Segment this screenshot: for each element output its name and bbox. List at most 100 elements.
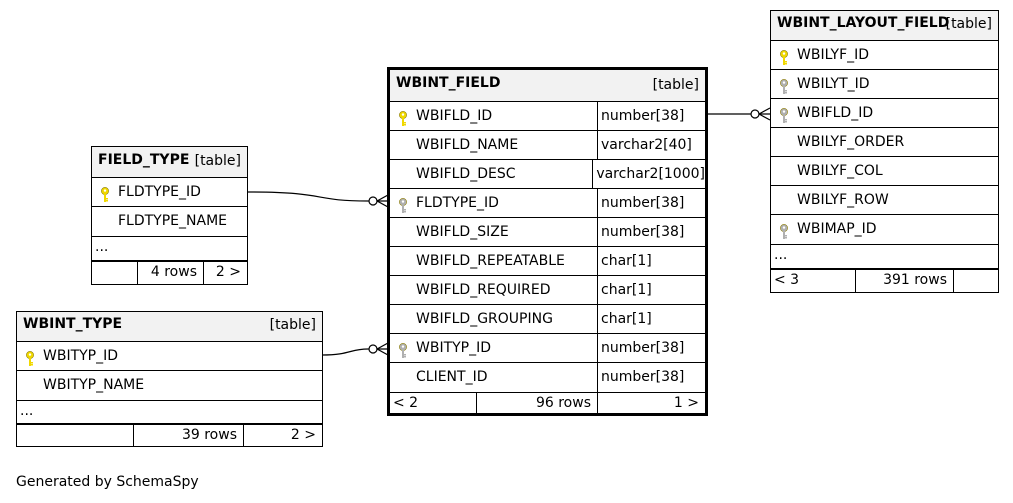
footer-parents-link[interactable]: < 3 <box>774 272 800 288</box>
column-name-text: WBIMAP_ID <box>797 221 877 237</box>
column-name-text: FLDTYPE_ID <box>118 184 201 200</box>
primary-key-icon <box>398 109 408 126</box>
column-type: char[1] <box>597 305 705 333</box>
footer-children-link[interactable] <box>953 270 998 292</box>
column-type: varchar2[40] <box>597 131 705 159</box>
column-name-text: WBITYP_ID <box>43 348 119 364</box>
generated-by-note: Generated by SchemaSpy <box>16 474 199 490</box>
column-row[interactable]: FLDTYPE_ID number[38] <box>390 189 705 218</box>
table-name: FIELD_TYPE <box>98 152 190 168</box>
primary-key-icon <box>100 185 110 202</box>
column-row[interactable]: WBIFLD_DESC varchar2[1000] <box>390 160 705 189</box>
table-kind: [table] <box>652 77 699 93</box>
column-name: WBIFLD_REQUIRED <box>390 276 597 304</box>
ellipsis-row: ... <box>92 236 247 261</box>
table-kind: [table] <box>269 317 316 333</box>
column-name-text: WBIFLD_DESC <box>416 166 516 182</box>
column-row[interactable]: WBIFLD_SIZE number[38] <box>390 218 705 247</box>
column-type: char[1] <box>597 276 705 304</box>
column-type: char[1] <box>597 247 705 275</box>
column-row[interactable]: FLDTYPE_NAME <box>92 207 247 236</box>
footer-children-link[interactable]: 2 > <box>243 425 322 446</box>
footer-parents-link[interactable]: < 2 <box>393 395 419 411</box>
column-name-text: WBILYT_ID <box>797 76 870 92</box>
column-name: WBIMAP_ID <box>771 215 998 244</box>
foreign-key-icon <box>398 196 408 213</box>
table-footer: < 2 96 rows 1 > <box>390 392 705 413</box>
column-row[interactable]: WBITYP_ID <box>17 342 322 371</box>
column-name: WBIFLD_GROUPING <box>390 305 597 333</box>
table-footer: 39 rows 2 > <box>17 424 322 446</box>
column-row[interactable]: WBILYF_COL <box>771 157 998 186</box>
column-name: WBIFLD_ID <box>390 102 597 130</box>
footer-parents-link[interactable] <box>92 262 137 284</box>
footer-parents-link[interactable] <box>17 425 133 446</box>
foreign-key-icon <box>779 77 789 94</box>
column-name-text: WBIFLD_REPEATABLE <box>416 253 565 269</box>
table-header: FIELD_TYPE [table] <box>92 147 247 178</box>
table-name: WBINT_FIELD <box>396 75 501 91</box>
table-wbint-layout-field[interactable]: WBINT_LAYOUT_FIELD [table] WBILYF_ID WBIL… <box>770 10 999 293</box>
more-columns-ellipsis: ... <box>20 403 34 419</box>
column-name: WBILYF_ID <box>771 41 998 69</box>
crowfoot-zero-marker <box>368 344 378 354</box>
footer-row-count: 39 rows <box>133 425 243 446</box>
crowfoot-zero-marker <box>750 109 760 119</box>
column-type: number[38] <box>597 102 705 130</box>
foreign-key-icon <box>398 341 408 358</box>
foreign-key-icon <box>779 222 789 239</box>
column-row[interactable]: WBIMAP_ID <box>771 215 998 244</box>
ellipsis-row: ... <box>17 400 322 424</box>
column-row[interactable]: WBILYT_ID <box>771 70 998 99</box>
column-name: WBIFLD_SIZE <box>390 218 597 246</box>
footer-children-link[interactable]: 2 > <box>203 262 247 284</box>
column-name: WBITYP_NAME <box>17 371 322 400</box>
column-row[interactable]: WBILYF_ORDER <box>771 128 998 157</box>
column-name: WBILYT_ID <box>771 70 998 98</box>
column-list: WBITYP_ID WBITYP_NAME <box>17 342 322 400</box>
column-name: WBILYF_ORDER <box>771 128 998 156</box>
column-name: CLIENT_ID <box>390 363 597 392</box>
primary-key-icon <box>25 349 35 366</box>
footer-children-link[interactable]: 1 > <box>597 393 705 413</box>
table-header: WBINT_LAYOUT_FIELD [table] <box>771 11 998 41</box>
column-name: FLDTYPE_NAME <box>92 207 247 236</box>
column-type: number[38] <box>597 189 705 217</box>
column-row[interactable]: WBIFLD_REPEATABLE char[1] <box>390 247 705 276</box>
table-name: WBINT_TYPE <box>23 316 123 332</box>
column-type: number[38] <box>597 218 705 246</box>
column-name: WBIFLD_ID <box>771 99 998 127</box>
table-kind: [table] <box>194 153 241 169</box>
column-type: number[38] <box>597 363 705 392</box>
column-row[interactable]: FLDTYPE_ID <box>92 178 247 207</box>
column-type: varchar2[1000] <box>592 160 705 188</box>
column-name: FLDTYPE_ID <box>390 189 597 217</box>
column-name-text: WBILYF_ID <box>797 47 870 63</box>
column-row[interactable]: WBIFLD_ID <box>771 99 998 128</box>
column-name-text: WBILYF_ROW <box>797 192 889 208</box>
column-name: WBIFLD_DESC <box>390 160 592 188</box>
column-name-text: FLDTYPE_ID <box>416 195 499 211</box>
column-list: FLDTYPE_ID FLDTYPE_NAME <box>92 178 247 236</box>
column-name-text: FLDTYPE_NAME <box>118 213 227 229</box>
ellipsis-row: ... <box>771 244 998 269</box>
relation-fieldtype-to-wbintfield <box>247 191 388 202</box>
column-row[interactable]: WBILYF_ID <box>771 41 998 70</box>
table-field-type[interactable]: FIELD_TYPE [table] FLDTYPE_ID FLDTYPE_NAM… <box>91 146 248 285</box>
column-name-text: WBIFLD_ID <box>797 105 874 121</box>
column-name: WBITYP_ID <box>17 342 322 370</box>
column-name-text: WBIFLD_SIZE <box>416 224 509 240</box>
column-row[interactable]: WBILYF_ROW <box>771 186 998 215</box>
column-row[interactable]: WBITYP_NAME <box>17 371 322 400</box>
crowfoot-many-marker <box>376 342 389 356</box>
